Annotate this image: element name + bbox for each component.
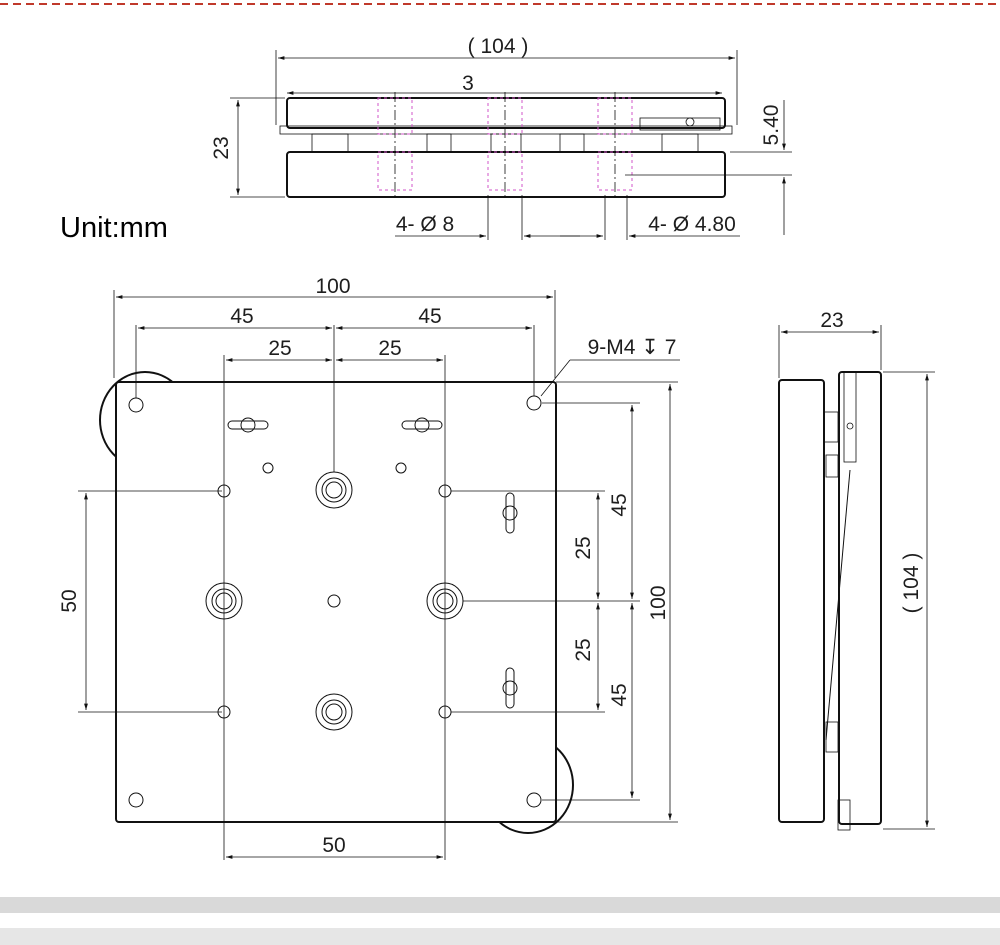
dim-hole-small: 4- Ø 4.80 xyxy=(648,213,736,236)
dim-thickness: 5.40 xyxy=(760,105,783,146)
dim-left-span: 50 xyxy=(58,589,81,612)
dim-right-offset: 45 xyxy=(418,305,441,328)
plan-view: 100 45 45 25 25 9-M4 ↧ 7 50 50 xyxy=(58,275,680,860)
footer-band xyxy=(0,897,1000,913)
dim-height: 23 xyxy=(210,136,233,159)
dim-side-width: 23 xyxy=(820,309,843,332)
front-view: ( 104 ) 3 23 5.40 4- Ø 8 4- Ø 4.80 xyxy=(210,35,792,240)
dim-overall-width: ( 104 ) xyxy=(468,35,529,58)
dim-gap: 3 xyxy=(462,72,474,95)
side-view: 23 ( 104 ) xyxy=(778,309,935,831)
dim-plan-width: 100 xyxy=(315,275,350,298)
thread-callout: 9-M4 ↧ 7 xyxy=(588,336,677,359)
dim-right-mid-upper: 25 xyxy=(572,536,595,559)
dim-inner-right: 25 xyxy=(378,337,401,360)
dim-hole-large: 4- Ø 8 xyxy=(396,213,454,236)
footer-band-lower xyxy=(0,928,1000,945)
dim-inner-left: 25 xyxy=(268,337,291,360)
dim-right-upper: 45 xyxy=(608,493,631,516)
dim-right-mid-lower: 25 xyxy=(572,638,595,661)
dim-right-total: 100 xyxy=(647,585,670,620)
dim-right-lower: 45 xyxy=(608,683,631,706)
dim-left-offset: 45 xyxy=(230,305,253,328)
dim-side-height: ( 104 ) xyxy=(900,553,923,614)
unit-label: Unit:mm xyxy=(60,212,168,244)
dim-bottom-span: 50 xyxy=(322,834,345,857)
